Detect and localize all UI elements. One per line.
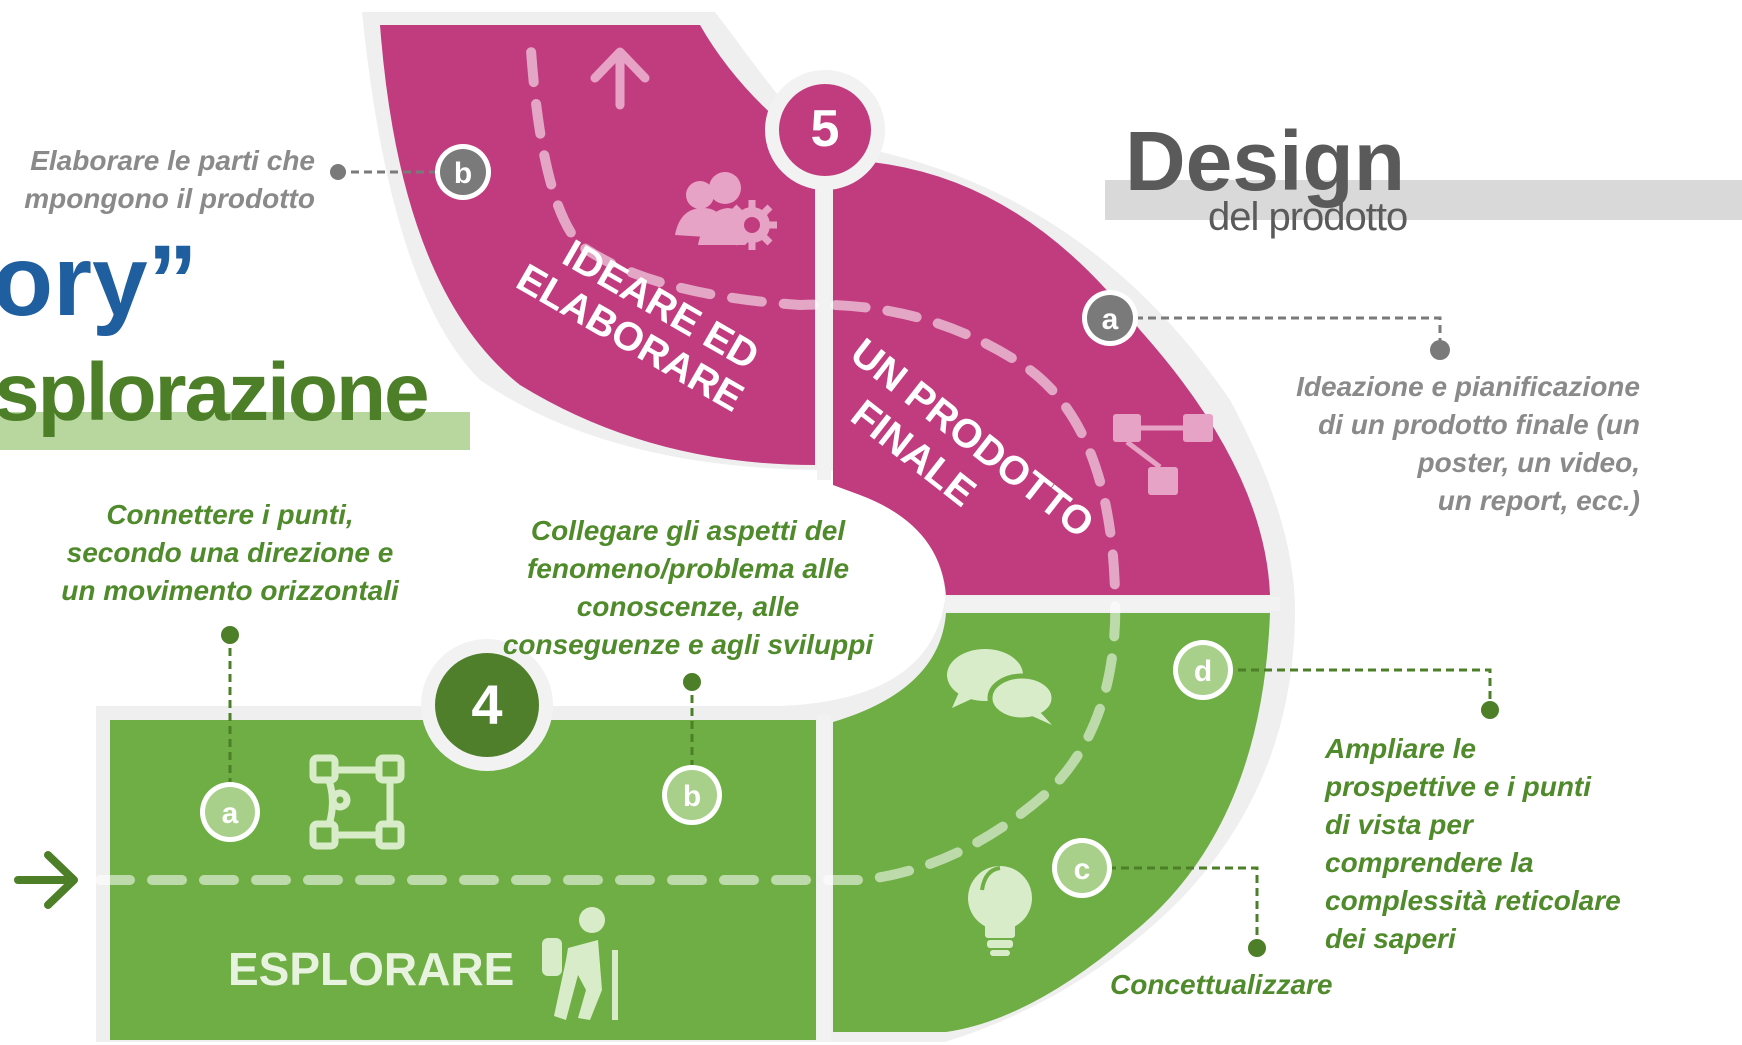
svg-text:dei saperi: dei saperi — [1325, 923, 1457, 954]
svg-text:d: d — [1194, 655, 1212, 688]
svg-text:c: c — [1074, 853, 1091, 886]
note-elaborare: Elaborare le parti che mpongono il prodo… — [24, 145, 315, 214]
magenta-segment-left — [380, 25, 815, 465]
svg-text:Connettere i punti,: Connettere i punti, — [106, 499, 353, 530]
note-concettualizzare: Concettualizzare — [1110, 969, 1333, 1000]
chat-bubbles-icon — [947, 649, 1057, 725]
svg-text:Elaborare le parti che: Elaborare le parti che — [30, 145, 315, 176]
step4-circle — [435, 653, 539, 757]
leader-b-top — [330, 164, 435, 180]
step5-number: 5 — [811, 100, 840, 158]
svg-text:poster, un video,: poster, un video, — [1417, 447, 1640, 478]
svg-text:Collegare gli aspetti del: Collegare gli aspetti del — [531, 515, 847, 546]
bezier-shape-icon — [309, 754, 405, 850]
label-esplorare: ESPLORARE — [228, 943, 514, 995]
dashed-path — [95, 30, 1121, 885]
design-title: Design — [1125, 114, 1405, 208]
marker-c: c — [1052, 838, 1112, 898]
step4-number: 4 — [471, 673, 502, 736]
svg-text:di un prodotto finale (un: di un prodotto finale (un — [1318, 409, 1640, 440]
svg-text:b: b — [454, 157, 472, 190]
svg-text:a: a — [222, 797, 239, 830]
svg-text:a: a — [1102, 303, 1119, 336]
marker-b-bottom: b — [662, 765, 722, 825]
leader-b-bottom — [683, 673, 701, 775]
svg-text:fenomeno/problema alle: fenomeno/problema alle — [527, 553, 849, 584]
svg-text:conoscenze, alle: conoscenze, alle — [577, 591, 800, 622]
marker-d: d — [1173, 640, 1233, 700]
svg-text:secondo una direzione e: secondo una direzione e — [67, 537, 394, 568]
svg-text:Ideazione e pianificazione: Ideazione e pianificazione — [1296, 371, 1640, 402]
design-title-band — [1105, 180, 1742, 220]
note-ideazione: Ideazione e pianificazione di un prodott… — [1296, 371, 1640, 516]
svg-text:un movimento orizzontali: un movimento orizzontali — [61, 575, 400, 606]
svg-text:un report, ecc.): un report, ecc.) — [1438, 485, 1640, 516]
arrow-right-icon — [14, 851, 78, 909]
svg-text:conseguenze e agli sviluppi: conseguenze e agli sviluppi — [503, 629, 875, 660]
story-title-fragment: ory” — [0, 225, 198, 337]
note-collegare: Collegare gli aspetti del fenomeno/probl… — [503, 515, 875, 660]
svg-text:comprendere la: comprendere la — [1325, 847, 1534, 878]
arrow-up-icon — [590, 47, 650, 110]
svg-text:mpongono il prodotto: mpongono il prodotto — [24, 183, 315, 214]
esplorazione-underline — [0, 412, 470, 450]
leader-a-top — [1135, 316, 1450, 360]
marker-b-top: b — [435, 144, 491, 200]
step5-circle — [779, 84, 871, 176]
svg-text:b: b — [683, 780, 701, 813]
green-segment-right — [833, 613, 1270, 1032]
leader-c — [1108, 866, 1266, 957]
lightbulb-icon — [968, 866, 1032, 956]
svg-text:prospettive e i punti: prospettive e i punti — [1324, 771, 1592, 802]
design-subtitle: del prodotto — [1208, 195, 1407, 239]
svg-text:complessità reticolare: complessità reticolare — [1325, 885, 1621, 916]
esplorazione-title-fragment: splorazione — [0, 347, 428, 438]
marker-a-bottom: a — [200, 782, 260, 842]
note-connettere: Connettere i punti, secondo una direzion… — [61, 499, 400, 606]
leader-a-bottom — [221, 626, 239, 790]
marker-a-top: a — [1082, 290, 1138, 346]
svg-text:Ampliare le: Ampliare le — [1324, 733, 1476, 764]
users-gear-icon — [675, 172, 777, 250]
hiker-icon — [542, 907, 618, 1020]
note-ampliare: Ampliare le prospettive e i punti di vis… — [1324, 733, 1621, 954]
svg-text:di vista per: di vista per — [1325, 809, 1475, 840]
hierarchy-icon — [1113, 414, 1213, 495]
leader-d — [1225, 668, 1499, 719]
